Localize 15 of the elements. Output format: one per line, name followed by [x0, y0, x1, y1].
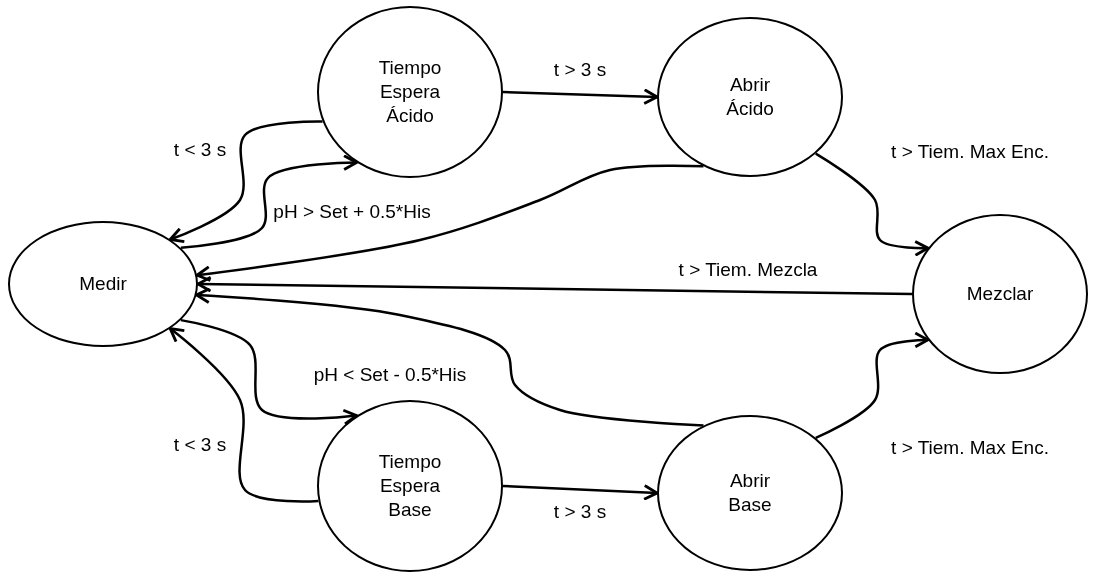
state-label: Mezclar — [965, 282, 1035, 306]
state-label: Abrir Base — [727, 469, 773, 517]
state-label: Tiempo Espera Base — [377, 450, 443, 522]
arrow — [168, 327, 319, 503]
arrow — [502, 484, 659, 501]
state-label: Tiempo Espera Ácido — [377, 56, 443, 128]
arrow — [502, 88, 659, 105]
state-label: Abrir Ácido — [725, 73, 775, 121]
arrow — [196, 275, 912, 296]
arrow — [195, 287, 704, 427]
arrow — [815, 331, 930, 439]
arrow — [168, 120, 323, 244]
state-label: Medir — [78, 272, 128, 296]
arrow — [815, 152, 930, 257]
edge-label: pH > Set + 0.5*His — [271, 202, 433, 222]
